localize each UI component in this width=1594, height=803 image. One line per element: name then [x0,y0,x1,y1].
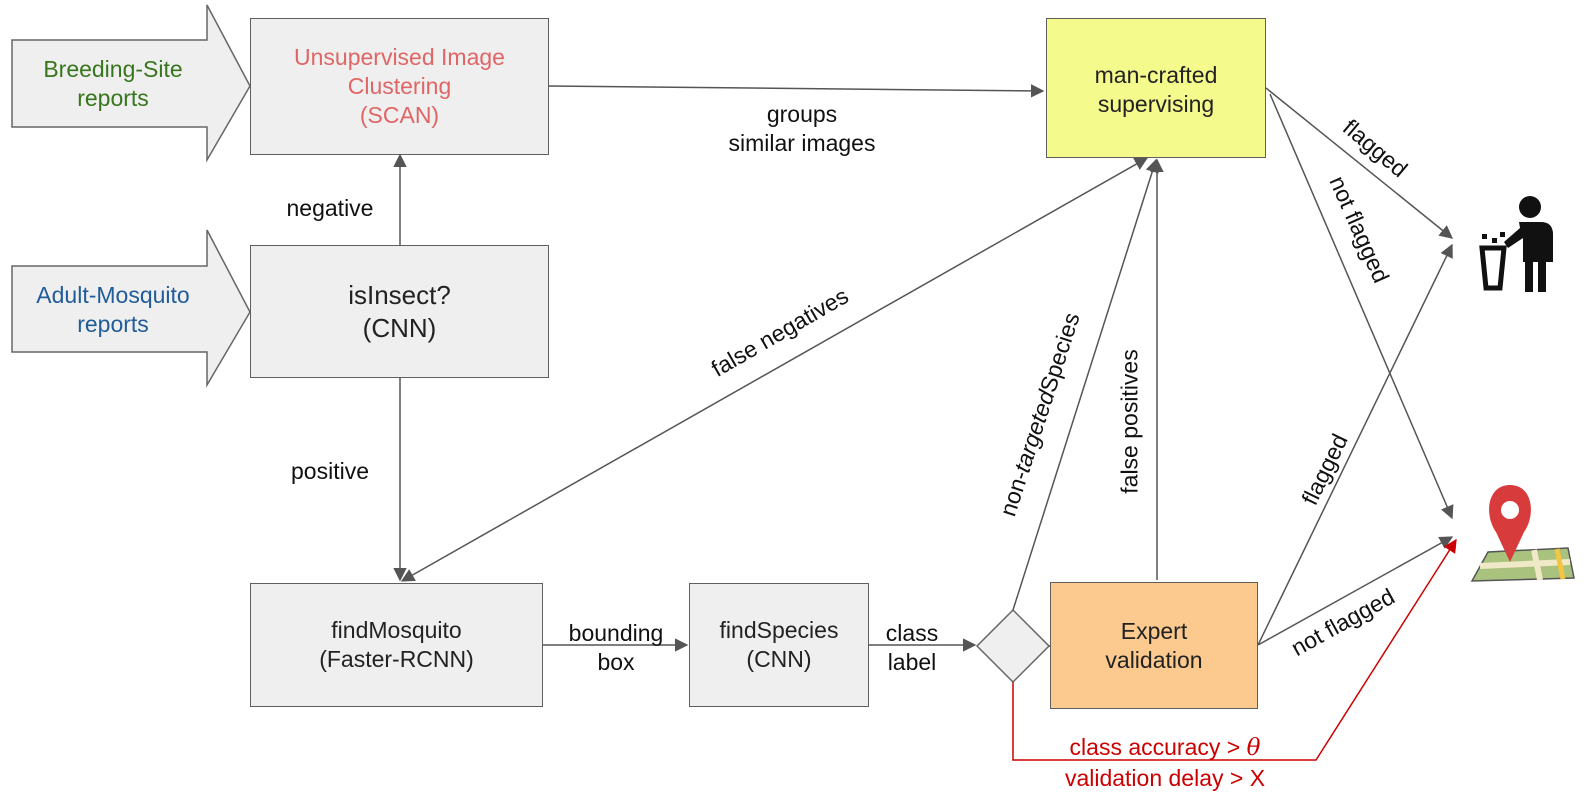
supervising-line1: man-crafted [1094,62,1218,88]
adult-input-arrow [11,229,251,388]
theta-symbol: θ [1246,735,1261,761]
is-insect-line2: (CNN) [362,312,437,343]
adult-label-line1: Adult-Mosquito [36,282,190,308]
class-label-line2: label [887,649,937,675]
is-insect-line1: isInsect? [348,279,451,310]
class-label-line1: class [885,620,939,646]
find-mosquito-line2: (Faster-RCNN) [319,646,474,672]
edge-expert-flagged [1257,243,1453,646]
unsupervised-clustering-box: Unsupervised Image Clustering (SCAN) [250,18,549,155]
negative-label: negative [286,195,374,221]
similar-images-word: similar images [728,130,876,156]
clustering-line1: Unsupervised Image [294,44,505,70]
edge-false-negatives [400,157,1149,582]
find-species-line2: (CNN) [746,646,812,672]
breeding-site-reports-label: Breeding-Site reports [18,55,208,113]
edge-supervising-not-flagged [1269,93,1454,520]
bounding-line1: bounding [568,620,664,646]
groups-word: groups [766,101,838,127]
edge-supervising-flagged [1265,87,1454,239]
bounding-line2: box [597,649,635,675]
groups-similar-images-label: groups similar images [692,100,912,158]
find-species-box: findSpecies (CNN) [689,583,869,707]
bounding-box-label: bounding box [556,619,676,677]
trash-person-icon [1479,196,1553,292]
validation-delay-label: validation delay > X [1064,765,1266,791]
breeding-input-arrow [11,4,251,163]
expert-validation-box: Expert validation [1050,582,1258,709]
class-accuracy-text: class accuracy > [1069,734,1247,760]
edge-expert-not-flagged [1257,536,1454,646]
decision-diamond [975,608,1051,684]
edge-clustering-to-supervising [548,84,1045,98]
find-mosquito-box: findMosquito (Faster-RCNN) [250,583,543,707]
map-pin-icon [1470,485,1575,582]
is-insect-box: isInsect? (CNN) [250,245,549,378]
false-positives-label: false positives [1116,349,1143,494]
edge-non-targeted-species [1012,158,1159,611]
breeding-label-line2: reports [77,85,149,111]
supervising-line2: supervising [1097,91,1215,117]
class-accuracy-label: class accuracy > θ [1025,733,1305,763]
breeding-label-line1: Breeding-Site [43,56,183,82]
class-label-label: class label [872,619,952,677]
find-species-line1: findSpecies [719,617,839,643]
clustering-line3: (SCAN) [359,102,440,128]
positive-label: positive [291,458,369,484]
adult-label-line2: reports [77,311,149,337]
man-crafted-supervising-box: man-crafted supervising [1046,18,1266,158]
expert-line1: Expert [1120,617,1188,644]
clustering-line2: Clustering [347,73,452,99]
find-mosquito-line1: findMosquito [331,617,462,643]
edge-auto-validation [1012,538,1457,761]
adult-mosquito-reports-label: Adult-Mosquito reports [18,281,208,339]
expert-line2: validation [1105,646,1203,673]
